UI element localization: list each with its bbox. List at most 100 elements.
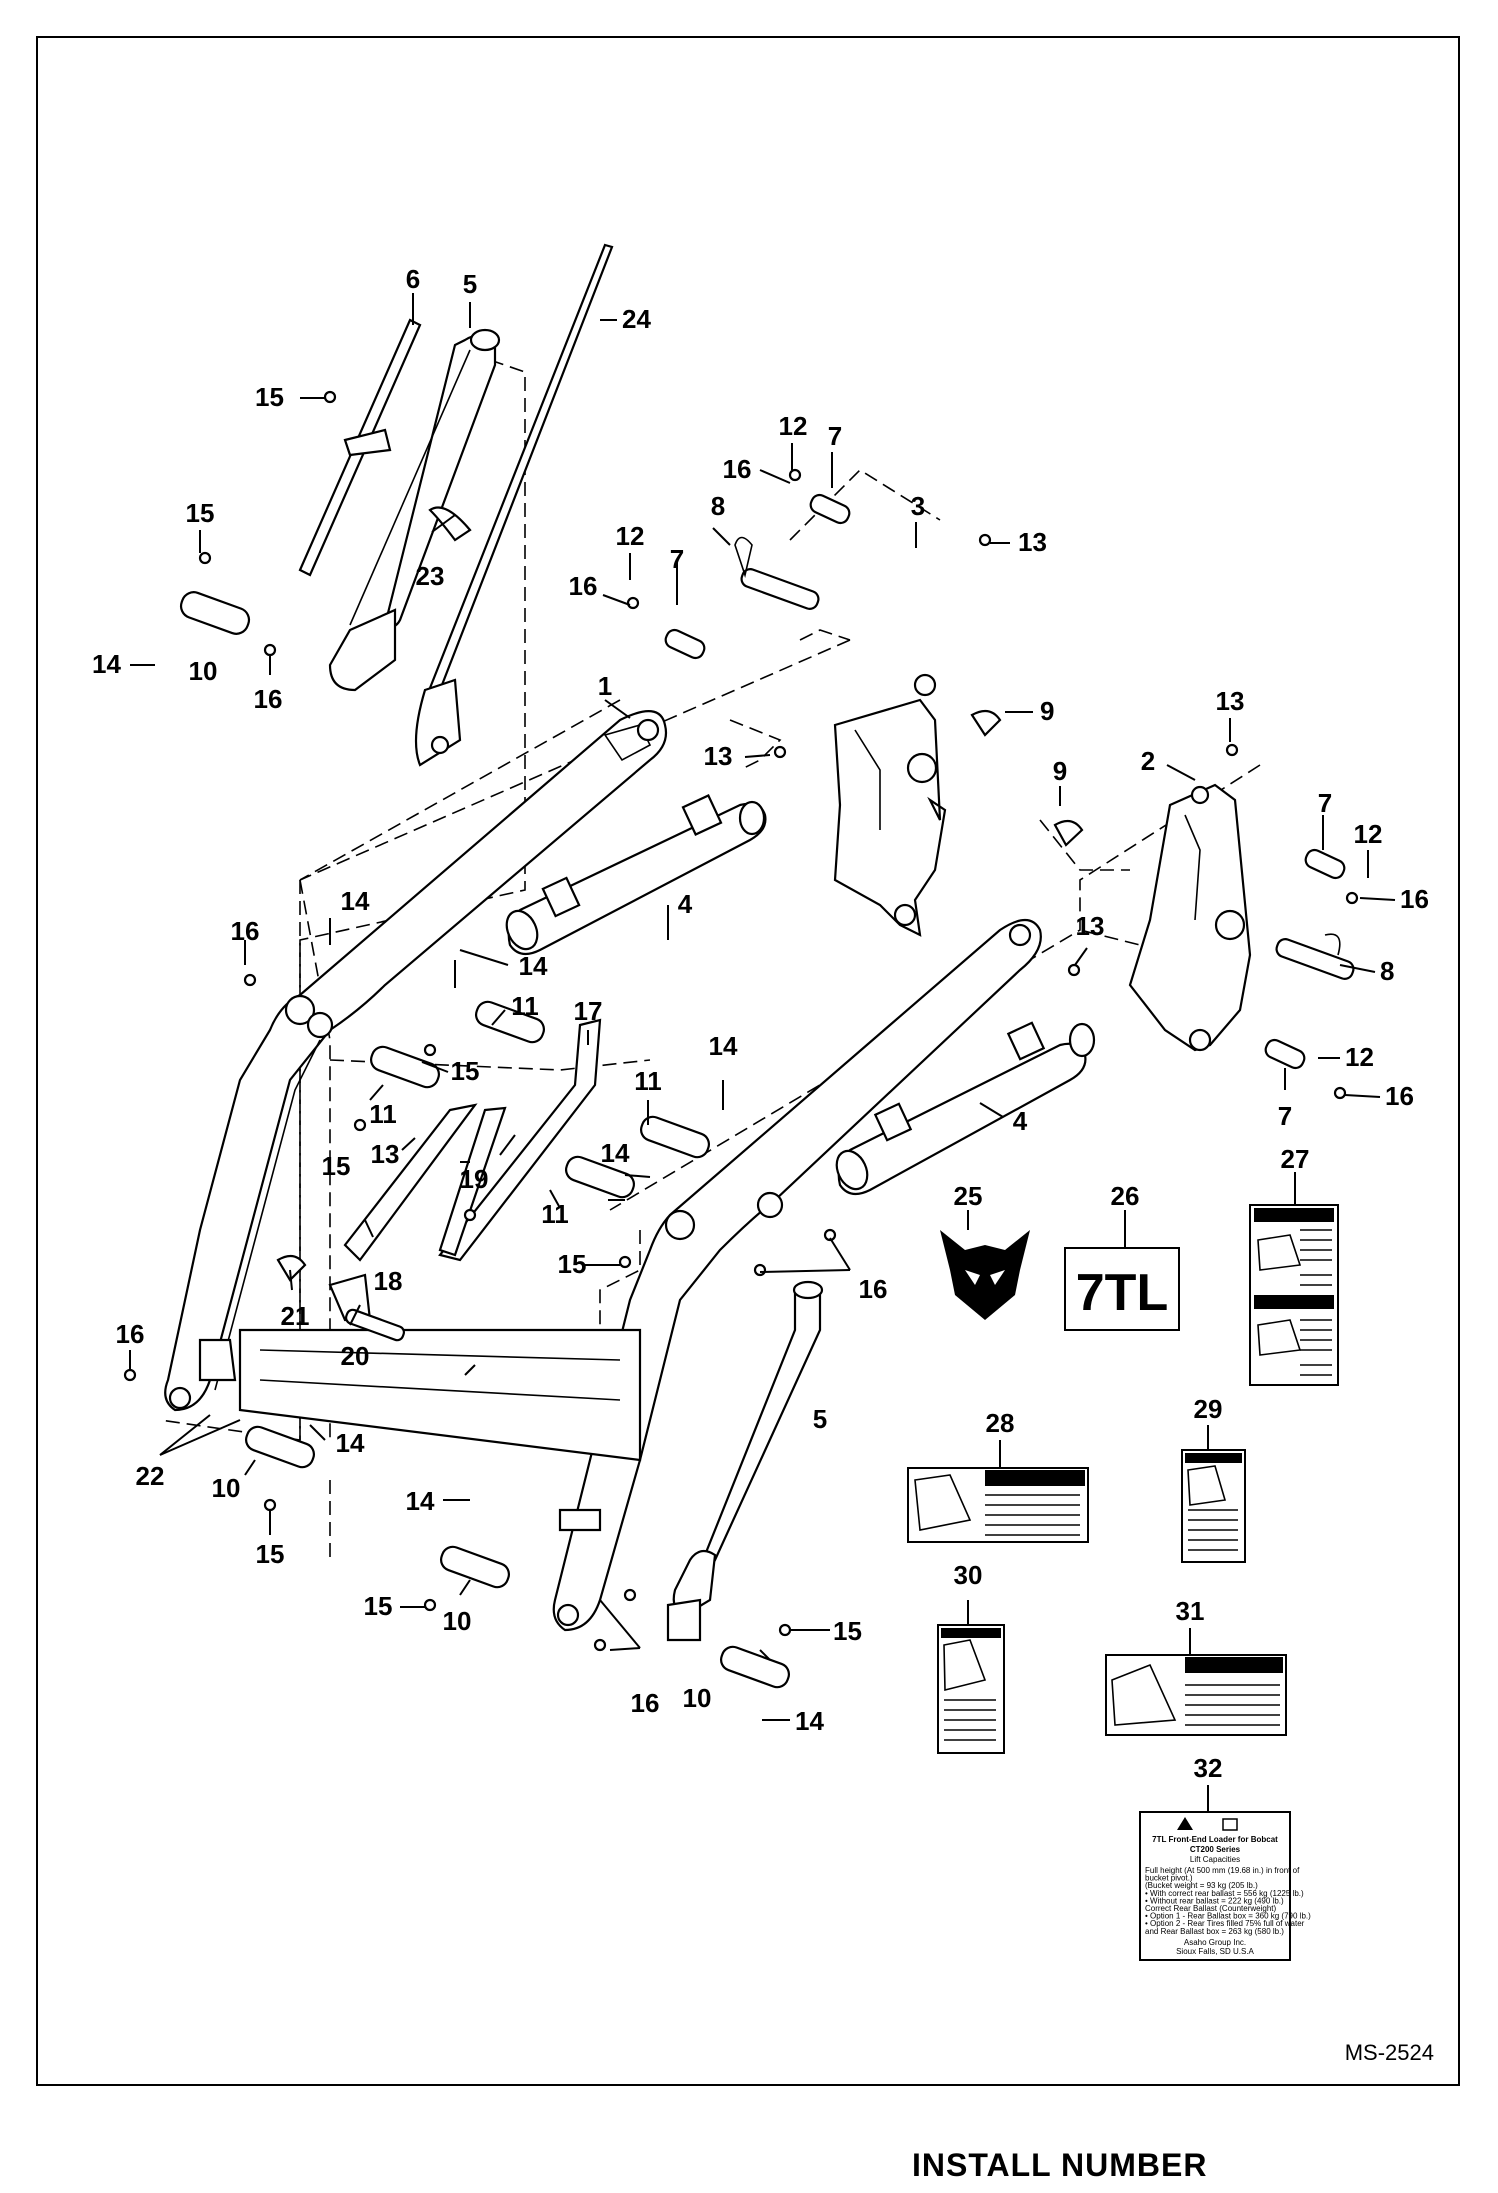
callout-14-h: 14	[795, 1706, 824, 1736]
decal-32-capacity: 7TL Front-End Loader for Bobcat CT200 Se…	[1139, 1785, 1311, 1961]
cylinder-upper	[328, 328, 501, 692]
callout-10-a: 10	[189, 656, 218, 686]
link-bars	[343, 1018, 602, 1262]
callout-31: 31	[1176, 1596, 1205, 1626]
callout-28: 28	[986, 1408, 1015, 1438]
leader-lines	[129, 293, 1396, 1721]
callout-10-d: 10	[683, 1683, 712, 1713]
callout-13-c: 13	[1216, 686, 1245, 716]
warning-28-word: WARNING	[1001, 1470, 1069, 1486]
callout-15-f: 15	[256, 1539, 285, 1569]
mount-bracket-left	[833, 673, 947, 937]
callout-13-d: 13	[1076, 911, 1105, 941]
drawing-frame	[36, 36, 1460, 2086]
callout-16-e: 16	[1385, 1081, 1414, 1111]
decal-26-model: 7TL	[1064, 1210, 1180, 1331]
callout-18: 18	[374, 1266, 403, 1296]
capacity-line: • Without rear ballast = 222 kg (490 lb.…	[1145, 1896, 1284, 1905]
capacity-subtitle: Lift Capacities	[1190, 1855, 1240, 1864]
callout-23: 23	[416, 561, 445, 591]
callout-26: 26	[1111, 1181, 1140, 1211]
callout-16-g: 16	[859, 1274, 888, 1304]
callout-17: 17	[574, 996, 603, 1026]
capacity-maker: Asaho Group Inc.	[1184, 1938, 1246, 1947]
callout-16-b: 16	[723, 454, 752, 484]
install-number-label: INSTALL NUMBER	[912, 2147, 1208, 2183]
callout-11-b: 11	[369, 1099, 397, 1129]
callout-32: 32	[1194, 1753, 1223, 1783]
callout-14-c: 14	[519, 951, 548, 981]
callout-15-a: 15	[255, 382, 284, 412]
cross-tube	[238, 1328, 642, 1532]
callout-15-b: 15	[186, 498, 215, 528]
callout-7-c: 7	[1318, 788, 1332, 818]
cylinder-left	[505, 794, 767, 956]
capacity-line: and Rear Ballast box = 263 kg (580 lb.)	[1145, 1927, 1284, 1936]
capacity-line: bucket pivot.)	[1145, 1874, 1193, 1883]
callout-7-a: 7	[828, 421, 842, 451]
capacity-lines: Full height (At 500 mm (19.68 in.) in fr…	[1145, 1866, 1311, 1936]
callout-24: 24	[622, 304, 651, 334]
decal-30-warning	[937, 1600, 1005, 1754]
callout-15-d: 15	[322, 1151, 351, 1181]
callout-16-f: 16	[231, 916, 260, 946]
model-decal-text: 7TL	[1076, 1264, 1168, 1322]
callout-3: 3	[911, 491, 925, 521]
callout-16-i: 16	[631, 1688, 660, 1718]
capacity-line: (Bucket weight = 93 kg (205 lb.)	[1145, 1881, 1258, 1890]
callout-14-f: 14	[336, 1428, 365, 1458]
decal-27-warning-sheet	[1249, 1172, 1339, 1386]
callout-6: 6	[406, 264, 420, 294]
callout-16-a: 16	[254, 684, 283, 714]
cylinder-right	[835, 1021, 1096, 1196]
callout-14-e: 14	[601, 1138, 630, 1168]
callout-30: 30	[954, 1560, 983, 1590]
callout-12-d: 12	[1345, 1042, 1374, 1072]
callout-13-e: 13	[371, 1139, 400, 1169]
callout-5-lower: 5	[813, 1404, 827, 1434]
callout-27: 27	[1281, 1144, 1310, 1174]
callout-15-h: 15	[833, 1616, 862, 1646]
callout-20: 20	[341, 1341, 370, 1371]
callout-14-b: 14	[341, 886, 370, 916]
callout-14-g: 14	[406, 1486, 435, 1516]
callout-labels: 6 5 24 15 15 14 10 16 23 12 7 16 8 3 13 …	[92, 264, 1429, 1783]
decal-28-warning: WARNING	[907, 1440, 1089, 1543]
callout-9-a: 9	[1040, 696, 1054, 726]
callout-10-c: 10	[443, 1606, 472, 1636]
callout-7-d: 7	[1278, 1101, 1292, 1131]
capacity-series: CT200 Series	[1190, 1845, 1241, 1854]
callout-10-b: 10	[212, 1473, 241, 1503]
warning-31-word: WARNING	[1200, 1657, 1268, 1673]
capacity-location: Sioux Falls, SD U.S.A	[1176, 1947, 1254, 1956]
callout-15-c: 15	[451, 1056, 480, 1086]
callout-8-a: 8	[711, 491, 725, 521]
mount-bracket-right	[1128, 783, 1252, 1052]
callout-1: 1	[598, 671, 612, 701]
callout-15-e: 15	[558, 1249, 587, 1279]
callout-29: 29	[1194, 1394, 1223, 1424]
callout-15-g: 15	[364, 1591, 393, 1621]
callout-12-b: 12	[616, 521, 645, 551]
decal-29-warning	[1181, 1425, 1246, 1563]
callout-14-d: 14	[709, 1031, 738, 1061]
callout-11-d: 11	[541, 1199, 569, 1229]
decal-25-bobcat-logo	[940, 1210, 1030, 1320]
callout-11-a: 11	[511, 991, 539, 1021]
callout-4-b: 4	[1013, 1106, 1028, 1136]
capacity-line: • Option 2 - Rear Tires filled 75% full …	[1145, 1919, 1305, 1928]
capacity-line: Full height (At 500 mm (19.68 in.) in fr…	[1145, 1866, 1300, 1875]
callout-9-b: 9	[1053, 756, 1067, 786]
callout-2: 2	[1141, 746, 1155, 776]
callout-21: 21	[281, 1301, 310, 1331]
callout-25: 25	[954, 1181, 983, 1211]
capacity-line: Correct Rear Ballast (Counterweight)	[1145, 1904, 1276, 1913]
capacity-line: • Option 1 - Rear Ballast box = 360 kg (…	[1145, 1912, 1311, 1921]
long-rod	[414, 243, 614, 767]
decal-31-warning: WARNING	[1105, 1628, 1287, 1736]
callout-22: 22	[136, 1461, 165, 1491]
rod	[298, 318, 422, 577]
cylinder-lower	[666, 1280, 824, 1642]
callout-13-b: 13	[704, 741, 733, 771]
